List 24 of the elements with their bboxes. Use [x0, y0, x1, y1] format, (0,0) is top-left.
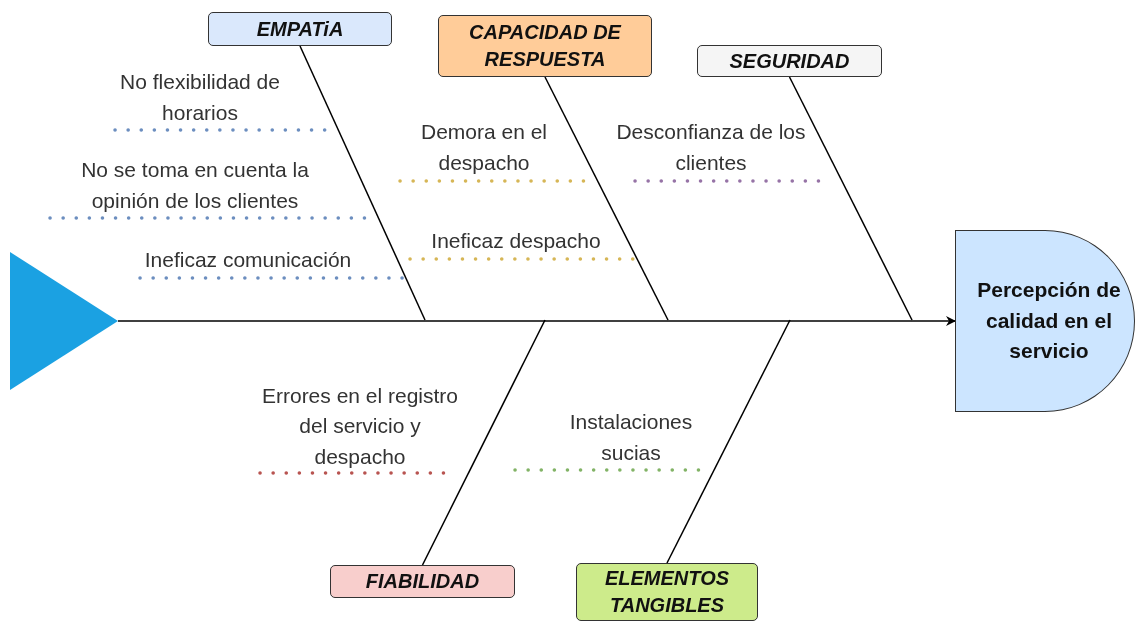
- cause-text: No se toma en cuenta la opinión de los clientes: [45, 152, 345, 216]
- bone-line: [544, 76, 669, 321]
- dotted-line: [408, 257, 637, 261]
- dotted-line: [138, 276, 407, 280]
- category-tag: SEGURIDAD: [697, 45, 882, 77]
- bone-line: [666, 319, 791, 564]
- cause-text: Instalaciones sucias: [545, 400, 717, 468]
- cause-text: Ineficaz despacho: [398, 222, 634, 256]
- bone-line: [421, 319, 546, 566]
- effect-head: Percepción de calidad en el servicio: [955, 230, 1135, 412]
- category-tag: ELEMENTOS TANGIBLES: [576, 563, 758, 621]
- spine-arrow: [117, 316, 956, 326]
- tail-triangle: [10, 252, 118, 390]
- cause-text: Ineficaz comunicación: [108, 243, 388, 275]
- category-tag: CAPACIDAD DE RESPUESTA: [438, 15, 652, 77]
- bone-line: [788, 76, 913, 321]
- category-tag: FIABILIDAD: [330, 565, 515, 598]
- cause-text: Demora en el despacho: [392, 114, 576, 178]
- category-tag: EMPATiA: [208, 12, 392, 46]
- cause-text: No flexibilidad de horarios: [100, 66, 300, 128]
- dotted-line: [113, 128, 327, 132]
- cause-text: Desconfianza de los clientes: [606, 114, 816, 178]
- cause-text: Errores en el registro del servicio y despacho: [252, 378, 468, 472]
- bone-line: [299, 45, 426, 321]
